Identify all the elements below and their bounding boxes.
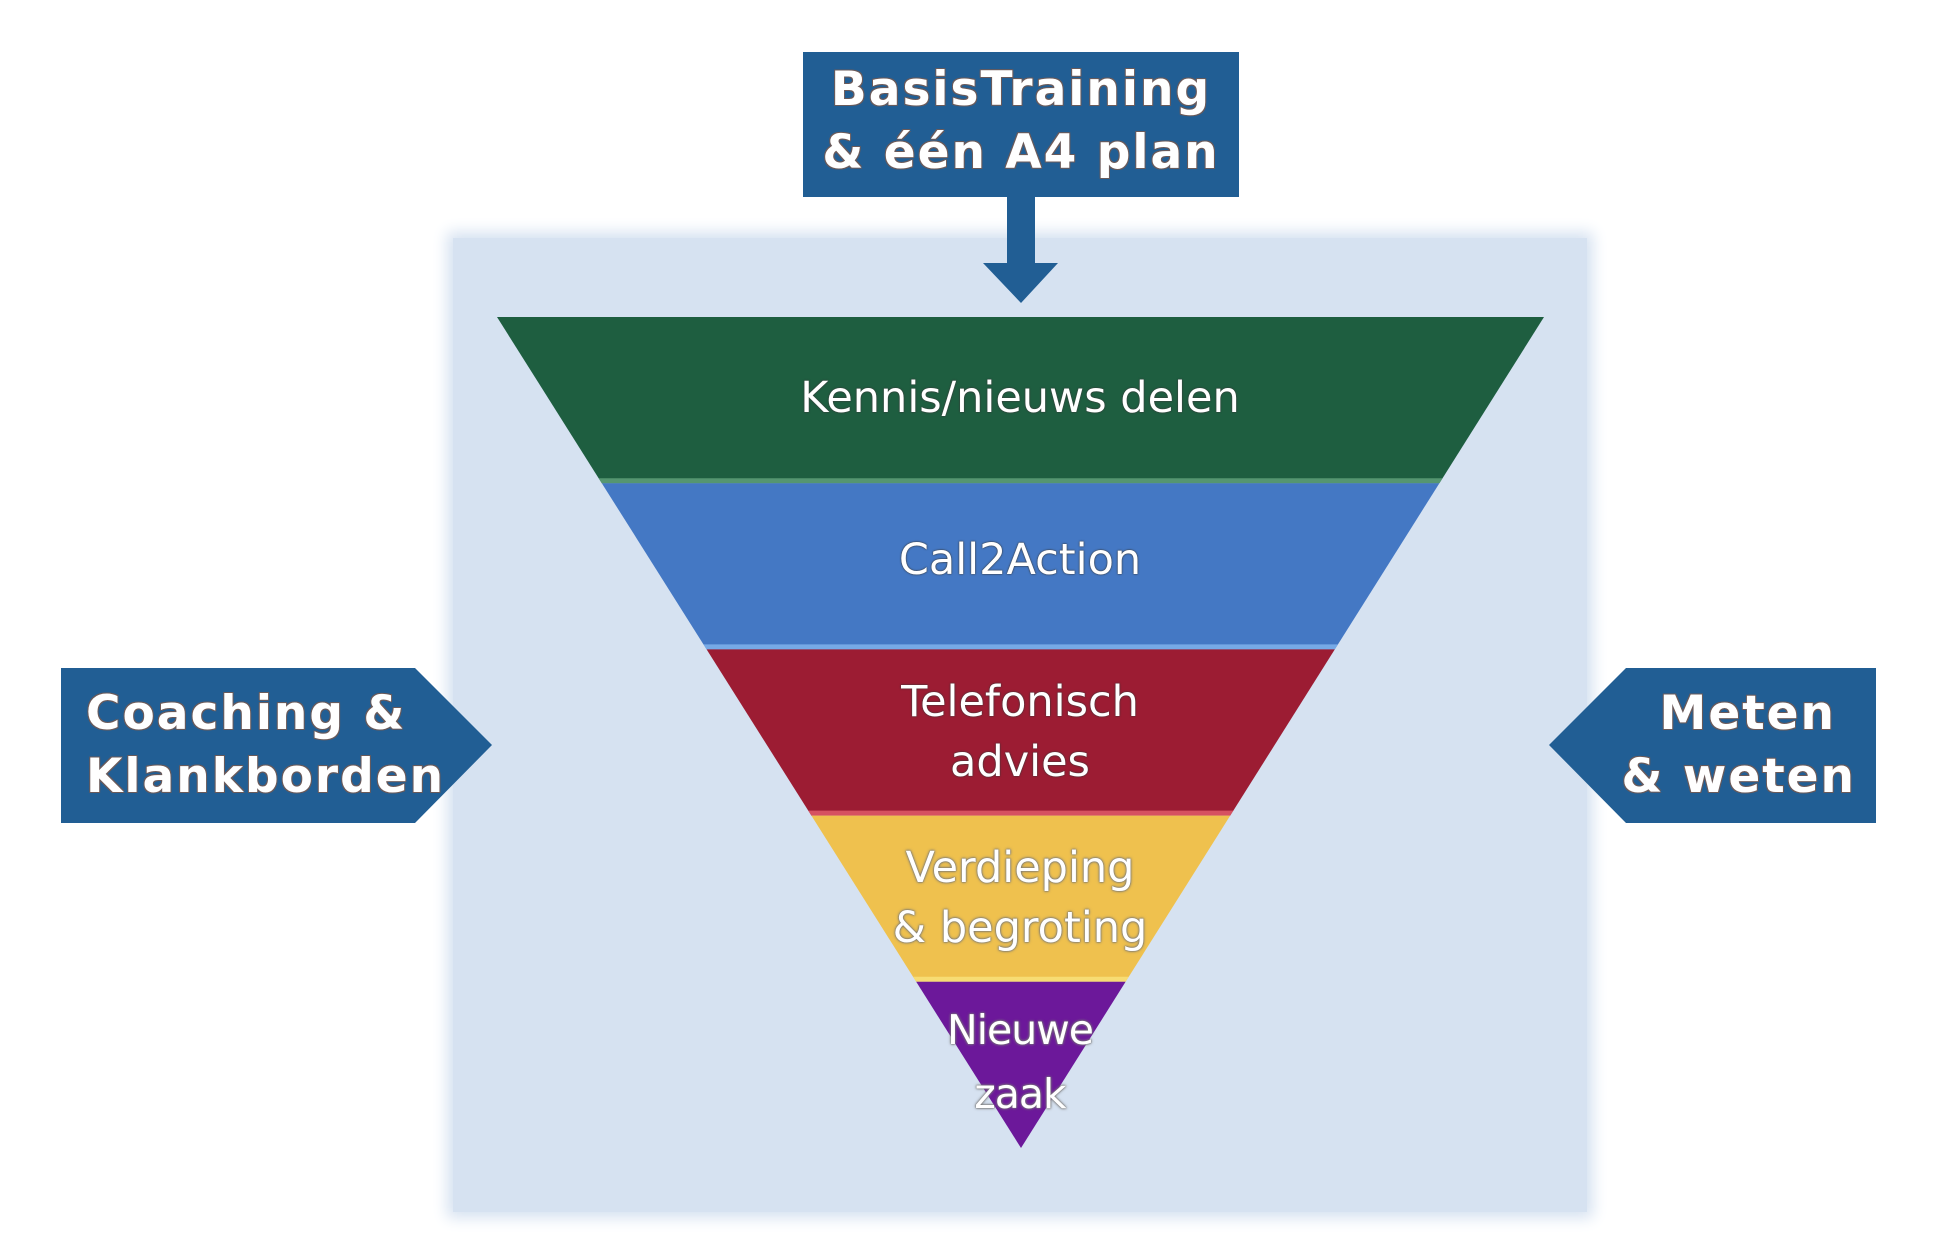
funnel-level-4-band (811, 815, 1231, 982)
funnel-level-4-label: Verdieping & begroting (760, 838, 1280, 958)
left-box-line-1: Coaching & (86, 686, 407, 741)
right-box-line-2: & weten (1621, 749, 1856, 804)
top-box-line-1: BasisTraining (830, 62, 1212, 117)
funnel-level-2-highlight (703, 644, 1338, 650)
funnel-level-3-line-2: advies (950, 737, 1090, 787)
funnel-level-1-band (497, 317, 1544, 484)
right-box-label: Meten & weten (1560, 682, 1856, 808)
funnel-level-3-highlight (808, 810, 1234, 816)
left-box-line-2: Klankborden (86, 749, 446, 804)
funnel-level-3-line-1: Telefonisch (901, 677, 1139, 727)
top-box (803, 52, 1239, 197)
funnel-level-2-line-1: Call2Action (898, 535, 1142, 585)
funnel-level-4-line-2: & begroting (892, 903, 1148, 953)
funnel-level-4-highlight (913, 976, 1129, 982)
funnel-level-5-band (916, 981, 1126, 1148)
funnel-level-1-line-1: Kennis/nieuws delen (800, 373, 1240, 423)
funnel-level-5-label: Nieuwe zaak (860, 998, 1180, 1126)
top-box-line-2: & één A4 plan (822, 125, 1220, 180)
funnel-level-2-band (601, 483, 1440, 650)
funnel-level-4-line-1: Verdieping (905, 843, 1135, 893)
funnel-level-1-label: Kennis/nieuws delen (700, 368, 1340, 428)
funnel-level-1-highlight (598, 478, 1443, 484)
right-box-line-1: Meten (1659, 686, 1836, 741)
funnel-level-3-band (706, 649, 1335, 816)
down-arrow-icon (983, 197, 1058, 303)
funnel-level-2-label: Call2Action (700, 530, 1340, 590)
funnel-level-5-line-1: Nieuwe (946, 1006, 1094, 1054)
right-arrow-box (1549, 668, 1876, 823)
funnel-level-5-line-2: zaak (974, 1070, 1067, 1118)
funnel-level-3-label: Telefonisch advies (760, 672, 1280, 792)
funnel (497, 317, 1544, 1148)
top-box-label: BasisTraining & één A4 plan (803, 58, 1239, 184)
left-arrow-box (61, 668, 492, 823)
left-box-label: Coaching & Klankborden (86, 682, 486, 808)
